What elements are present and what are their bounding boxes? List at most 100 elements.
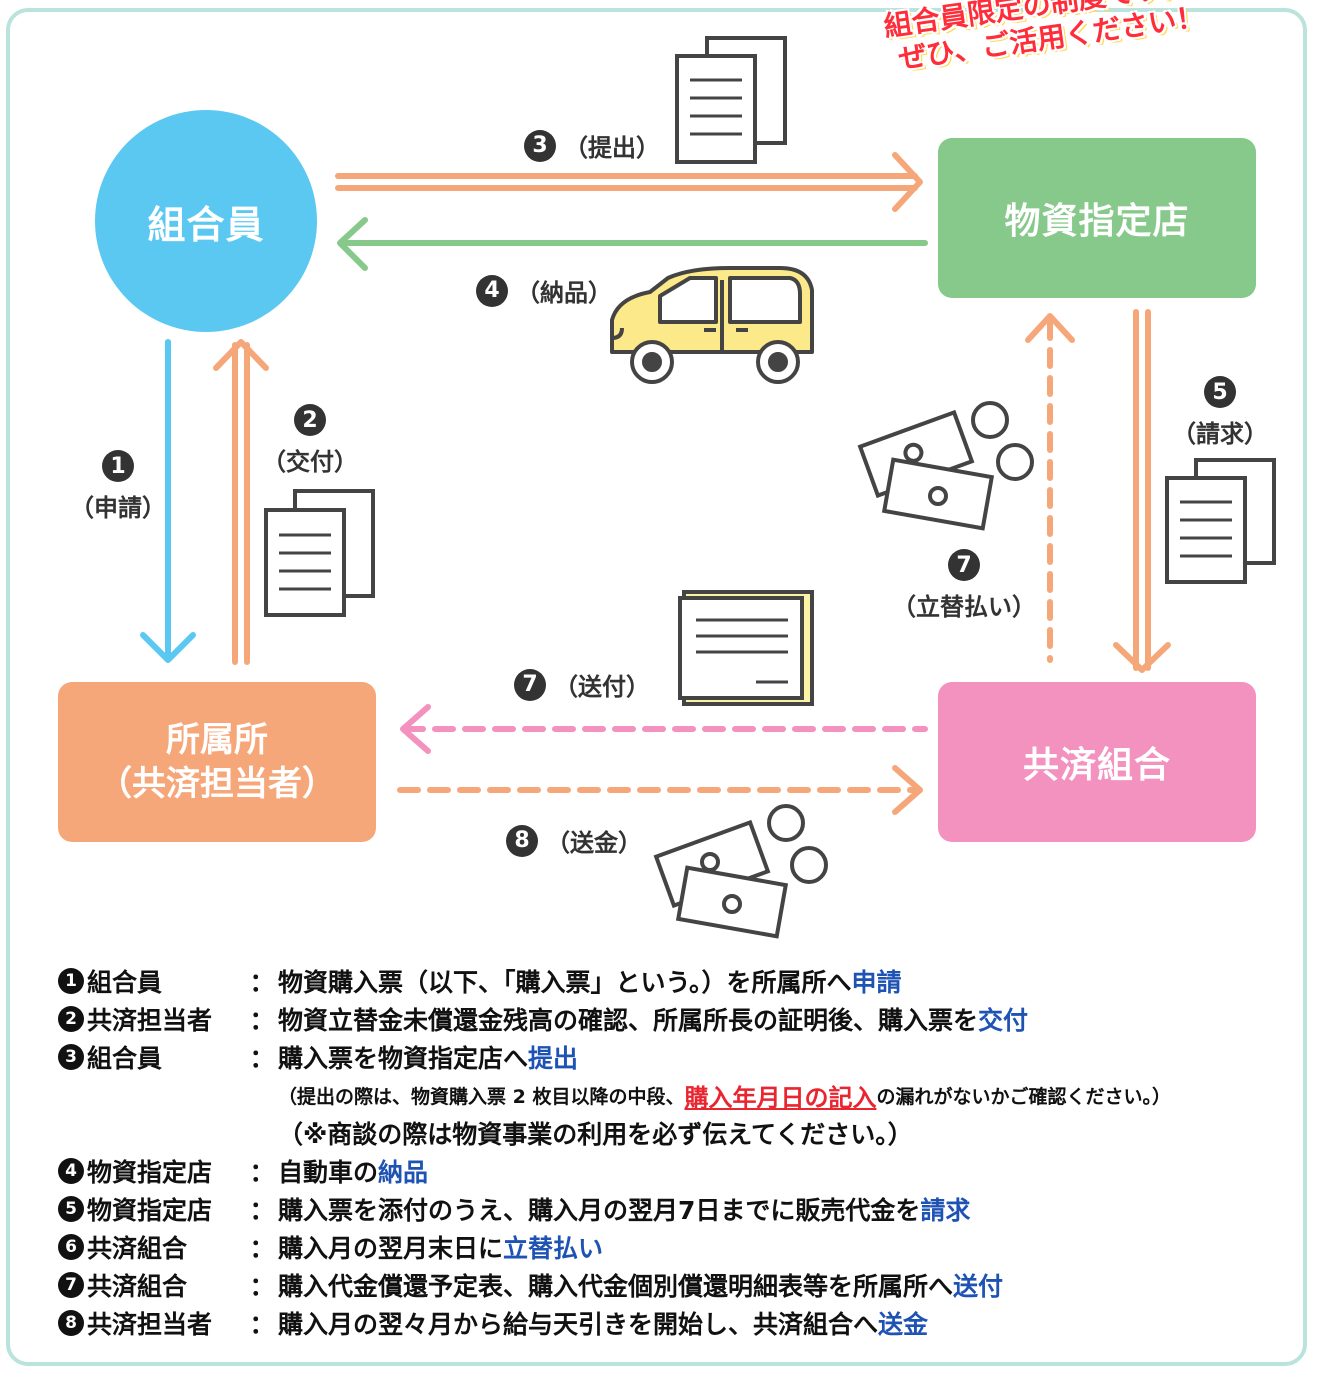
- diagram-frame: [6, 8, 1307, 1366]
- document-icon-right: [1165, 458, 1276, 584]
- legend-number: 6: [58, 1234, 84, 1260]
- step-7b-text: （送付）: [554, 673, 650, 701]
- step-7-advance-label: 7 （立替払い）: [892, 549, 1036, 622]
- note-text-post: の漏れがないかご確認ください。）: [876, 1085, 1171, 1108]
- legend-colon: ：: [249, 1044, 275, 1073]
- legend-text: 購入票を添付のうえ、購入月の翌月7日までに販売代金を: [278, 1196, 921, 1225]
- legend-keyword: 送付: [953, 1272, 1004, 1301]
- legend-actor: 共済組合: [87, 1272, 188, 1301]
- step-1-text: （申請）: [70, 494, 166, 522]
- step-2-text: （交付）: [262, 448, 358, 476]
- arrow-apply: [140, 339, 196, 663]
- legend-keyword: 送金: [878, 1310, 929, 1339]
- arrow-send-docs: [400, 704, 928, 754]
- step-1-label: 1 （申請）: [70, 450, 166, 523]
- legend-actor: 共済組合: [87, 1234, 188, 1263]
- legend-text: 物資立替金未償還金残高の確認、所属所長の証明後、購入票を: [278, 1006, 979, 1035]
- step-3-text: （提出）: [564, 134, 660, 162]
- step-7a-number: 7: [948, 549, 980, 581]
- legend-text: 物資購入票（以下、「購入票」という。）を所属所へ: [278, 968, 852, 997]
- legend-colon: ：: [249, 1272, 275, 1301]
- legend-keyword: 請求: [920, 1196, 971, 1225]
- legend-text: 購入代金償還予定表、購入代金個別償還明細表等を所属所へ: [278, 1272, 954, 1301]
- arrow-issue: [213, 339, 269, 665]
- legend-number: 5: [58, 1196, 84, 1222]
- statement-icon: [678, 590, 814, 706]
- document-icon-top: [675, 36, 787, 164]
- legend-keyword: 申請: [851, 968, 902, 997]
- legend-text: 自動車の: [278, 1158, 379, 1187]
- step-7-send-label: 7 （送付）: [514, 667, 650, 702]
- legend-number: 1: [58, 968, 84, 994]
- dept-line-1: 所属所: [166, 720, 268, 760]
- legend-actor: 共済担当者: [87, 1006, 213, 1035]
- step-1-number: 1: [102, 450, 134, 482]
- car-icon: [610, 266, 814, 384]
- legend-actor: 組合員: [87, 968, 163, 997]
- legend-keyword: 提出: [528, 1044, 579, 1073]
- step-7b-number: 7: [514, 668, 546, 701]
- step-8-text: （送金）: [546, 829, 642, 857]
- legend-keyword: 納品: [378, 1158, 429, 1187]
- legend-colon: ：: [249, 968, 275, 997]
- money-icon-upper: [857, 401, 1034, 531]
- legend-number: 2: [58, 1006, 84, 1032]
- step-8-number: 8: [506, 824, 538, 857]
- note-highlight: 購入年月日の記入: [684, 1083, 877, 1112]
- legend-number: 4: [58, 1158, 84, 1184]
- legend-colon: ：: [249, 1158, 275, 1187]
- step-7a-text: （立替払い）: [892, 593, 1036, 621]
- legend-actor: 組合員: [87, 1044, 163, 1073]
- step-4-label: 4 （納品）: [476, 273, 612, 308]
- arrow-claim: [1113, 309, 1171, 673]
- step-5-label: 5 （請求）: [1172, 376, 1268, 449]
- legend-text: 購入月の翌月末日に: [278, 1234, 504, 1263]
- arrow-remit: [397, 765, 923, 815]
- document-icon-left: [264, 489, 375, 617]
- step-4-number: 4: [476, 274, 508, 307]
- legend-actor: 物資指定店: [87, 1158, 213, 1187]
- step-2-label: 2 （交付）: [262, 404, 358, 477]
- legend-colon: ：: [249, 1310, 275, 1339]
- arrow-submit: [335, 152, 923, 212]
- step-2-number: 2: [294, 404, 326, 436]
- legend-colon: ：: [249, 1196, 275, 1225]
- money-icon-lower: [653, 804, 828, 939]
- legend-number: 3: [58, 1044, 84, 1070]
- legend-note-2: （※商談の際は物資事業の利用を必ず伝えてください。）: [278, 1120, 913, 1149]
- node-designated-shop: 物資指定店: [938, 138, 1256, 298]
- step-5-text: （請求）: [1172, 420, 1268, 448]
- legend-keyword: 立替払い: [503, 1234, 604, 1263]
- legend-actor: 共済担当者: [87, 1310, 213, 1339]
- legend-note: （提出の際は、物資購入票 2 枚目以降の中段、購入年月日の記入の漏れがないかご確…: [58, 1076, 1171, 1114]
- arrow-advance-pay: [1025, 313, 1075, 663]
- legend-colon: ：: [249, 1234, 275, 1263]
- legend-text: 購入月の翌々月から給与天引きを開始し、共済組合へ: [278, 1310, 879, 1339]
- legend-actor: 物資指定店: [87, 1196, 213, 1225]
- legend-colon: ：: [249, 1006, 275, 1035]
- node-member: 組合員: [95, 110, 317, 332]
- legend-text: 購入票を物資指定店へ: [278, 1044, 529, 1073]
- step-4-text: （納品）: [516, 279, 612, 307]
- arrow-deliver: [337, 217, 928, 271]
- legend-number: 8: [58, 1310, 84, 1336]
- node-department: 所属所 （共済担当者）: [58, 682, 376, 842]
- step-3-label: 3 （提出）: [524, 128, 660, 163]
- legend-number: 7: [58, 1272, 84, 1298]
- dept-line-2: （共済担当者）: [98, 764, 336, 804]
- note-text-pre: （提出の際は、物資購入票 2 枚目以降の中段、: [278, 1085, 685, 1108]
- step-8-label: 8 （送金）: [506, 823, 642, 858]
- legend-keyword: 交付: [978, 1006, 1029, 1035]
- step-5-number: 5: [1204, 376, 1236, 408]
- node-mutual-aid: 共済組合: [938, 682, 1256, 842]
